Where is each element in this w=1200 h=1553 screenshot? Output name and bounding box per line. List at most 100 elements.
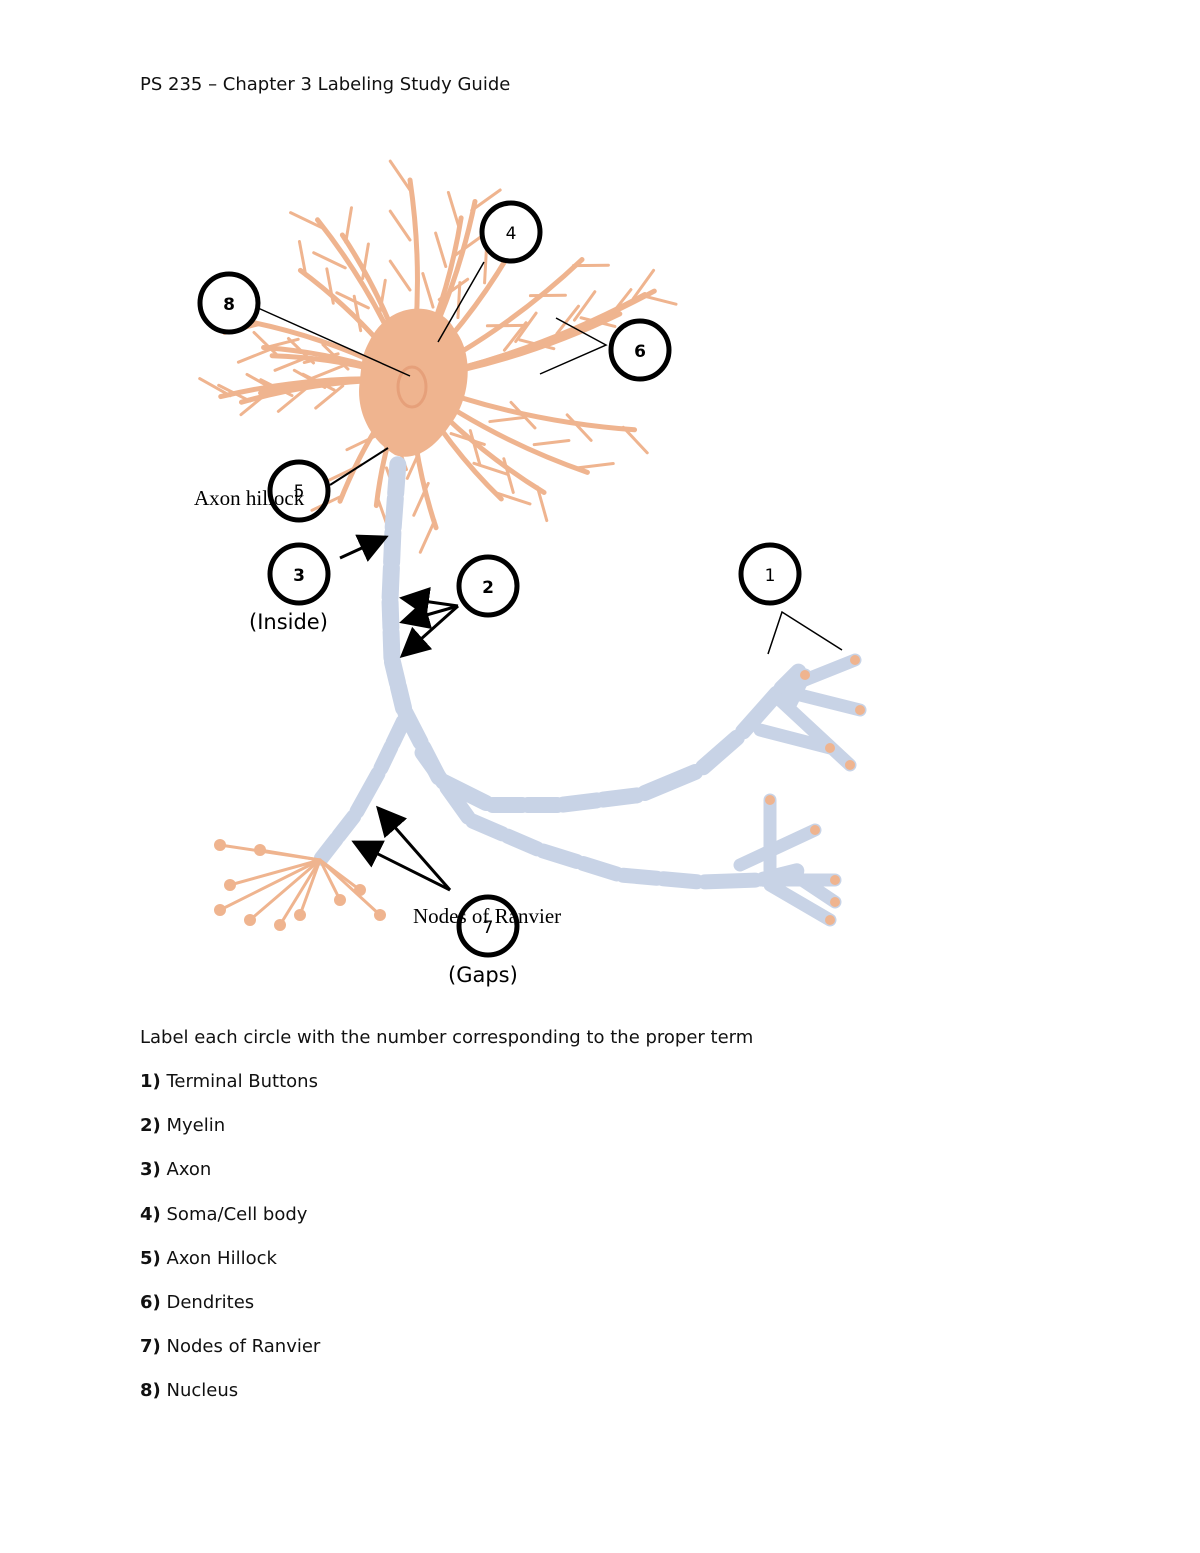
circle-7-number: 7 bbox=[483, 918, 494, 938]
neuron-diagram: Axon hillock (Inside) Nodes of Ranvier (… bbox=[194, 159, 867, 987]
myelin-segment bbox=[382, 623, 401, 667]
dendrite-twig bbox=[236, 347, 273, 364]
dendrite-twig bbox=[361, 242, 370, 280]
dendrite-twig bbox=[388, 259, 412, 292]
circle-7: 7 bbox=[456, 894, 520, 958]
myelin-segment bbox=[313, 831, 344, 866]
myelin-segment bbox=[575, 856, 625, 882]
terminal-button bbox=[845, 760, 855, 770]
circle-4: 4 bbox=[479, 200, 543, 264]
terminal-button bbox=[810, 825, 820, 835]
circle-6-number: 6 bbox=[634, 342, 646, 362]
term-item: 2) Myelin bbox=[140, 1115, 226, 1137]
myelin-segment bbox=[500, 828, 545, 857]
dendrite-twig bbox=[314, 384, 345, 410]
soma-drawing bbox=[359, 308, 468, 457]
axon-drawing bbox=[313, 456, 867, 927]
terminal-branches-left bbox=[214, 839, 386, 931]
myelin-segment bbox=[387, 456, 407, 502]
dendrite-twig bbox=[640, 294, 678, 306]
dendrite-twig bbox=[259, 378, 294, 398]
terminal-branch bbox=[218, 858, 322, 912]
terminal-button bbox=[254, 844, 266, 856]
dendrite-twig bbox=[344, 206, 353, 244]
dendrite-twig bbox=[388, 209, 412, 242]
myelin-segment bbox=[383, 524, 402, 571]
terminal-branch bbox=[318, 858, 342, 902]
terminal-branch bbox=[298, 858, 322, 917]
circle-8-number: 8 bbox=[223, 295, 235, 315]
terminal-button bbox=[274, 919, 286, 931]
dendrite-twig bbox=[502, 321, 528, 352]
dendrite-twig bbox=[388, 159, 412, 192]
term-list: 1) Terminal Buttons 2) Myelin 3) Axon 4)… bbox=[140, 1071, 320, 1425]
dendrite-twig bbox=[453, 233, 486, 257]
dendrite-twig bbox=[321, 343, 350, 371]
terminal-button bbox=[830, 875, 840, 885]
myelin-segment bbox=[555, 792, 605, 813]
terminal-button bbox=[825, 743, 835, 753]
myelin-segment bbox=[733, 823, 822, 872]
dendrite-twig bbox=[434, 231, 448, 269]
myelin-segment bbox=[381, 559, 400, 606]
myelin-segment bbox=[384, 490, 404, 536]
dendrite-twig bbox=[252, 330, 281, 359]
dendrite-twig bbox=[325, 267, 335, 305]
dendrite-twig bbox=[565, 413, 593, 442]
myelin-segment bbox=[373, 739, 399, 776]
dendrite-twig bbox=[312, 251, 347, 270]
circle-3: 3 bbox=[267, 542, 331, 606]
dendrite-twig bbox=[555, 304, 580, 336]
dendrite-twig bbox=[412, 481, 430, 517]
term-item: 1) Terminal Buttons bbox=[140, 1071, 318, 1092]
dendrite-twig bbox=[297, 239, 308, 278]
dendrite-twig bbox=[470, 188, 502, 212]
dendrite-twig bbox=[483, 246, 488, 285]
myelin-segment bbox=[595, 787, 645, 808]
dendrite-twig bbox=[345, 433, 380, 452]
myelin-segment bbox=[439, 780, 476, 825]
myelin-segment bbox=[695, 729, 745, 776]
term-item: 8) Nucleus bbox=[140, 1380, 239, 1402]
myelin-segment bbox=[636, 764, 704, 801]
dendrite-twig bbox=[509, 400, 537, 430]
term-item: 4) Soma/Cell body bbox=[140, 1203, 308, 1225]
dendrite-twig bbox=[535, 485, 549, 523]
term-item: 3) Axon bbox=[140, 1159, 212, 1181]
gaps-label: (Gaps) bbox=[448, 963, 518, 987]
nodes-of-ranvier-label: Nodes of Ranvier bbox=[413, 904, 561, 928]
circle-6: 6 bbox=[608, 318, 672, 382]
dendrite-twig bbox=[352, 294, 363, 333]
dendrite-twig bbox=[327, 463, 363, 482]
dendrite-twig bbox=[621, 425, 649, 455]
leader-lines bbox=[257, 261, 843, 655]
dendrite-twig bbox=[488, 415, 527, 424]
inside-label: (Inside) bbox=[249, 610, 328, 634]
dendrite-twig bbox=[198, 377, 232, 398]
dendrite-twig bbox=[572, 290, 597, 322]
myelin-segment bbox=[331, 809, 362, 844]
terminal-button bbox=[214, 904, 226, 916]
myelin-segment bbox=[381, 593, 400, 637]
terminal-button bbox=[855, 705, 865, 715]
myelin-segment bbox=[655, 871, 705, 890]
dendrite-twig bbox=[577, 462, 615, 470]
myelin-segment bbox=[697, 872, 763, 890]
circle-1-number: 1 bbox=[765, 566, 776, 586]
myelin-segment bbox=[465, 813, 510, 842]
myelin-segment bbox=[414, 745, 451, 790]
terminal-button bbox=[825, 915, 835, 925]
dendrite-twig bbox=[468, 429, 482, 466]
myelin-segment bbox=[783, 865, 842, 909]
dendrite-twig bbox=[301, 372, 336, 392]
term-item: 7) Nodes of Ranvier bbox=[140, 1336, 321, 1358]
dendrite-twig bbox=[276, 387, 307, 413]
dendrite-twig bbox=[502, 457, 515, 494]
term-item: 5) Axon Hillock bbox=[140, 1247, 277, 1269]
dendrite-twig bbox=[335, 291, 370, 310]
dendrite-twig bbox=[421, 272, 435, 309]
terminal-branch bbox=[228, 858, 322, 887]
circle-8: 8 bbox=[197, 271, 261, 335]
dendrite-twig bbox=[579, 316, 617, 328]
dendrite-twig bbox=[456, 281, 462, 320]
